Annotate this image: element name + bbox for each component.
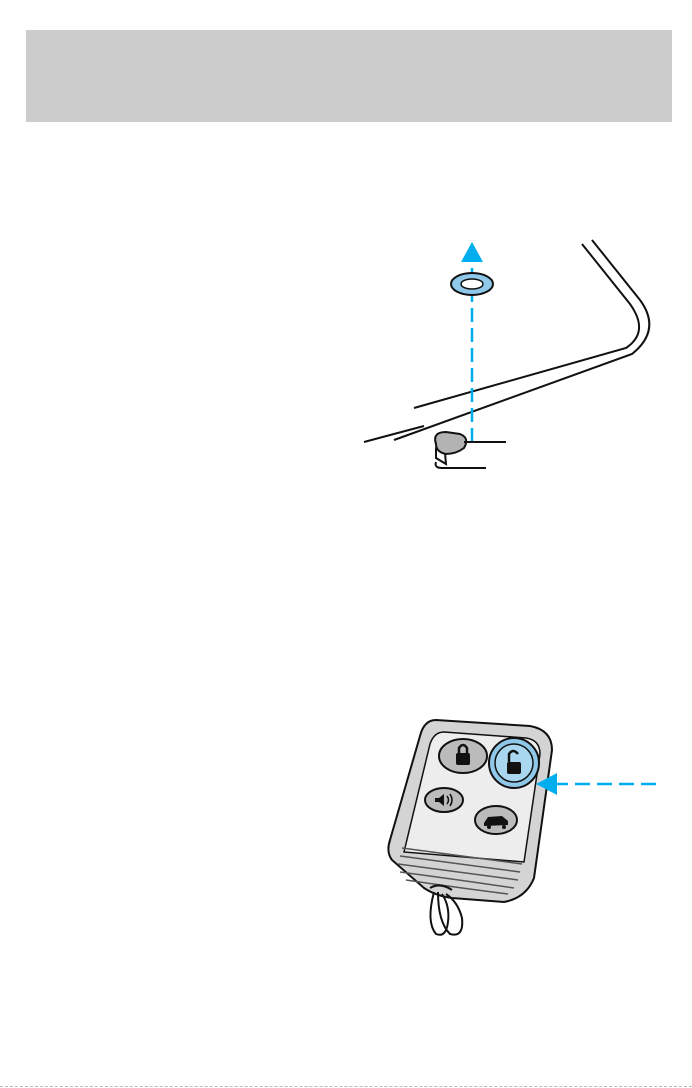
lock-button-icon [439, 739, 487, 773]
remote-keyfob-illustration [380, 712, 670, 944]
header-band [26, 30, 672, 122]
up-arrow-icon [461, 242, 483, 262]
callout-lines [460, 442, 506, 468]
trunk-button-icon [475, 806, 517, 834]
page-bottom-rule [0, 1086, 692, 1087]
lock-ring-icon [451, 273, 493, 295]
unlock-button-icon [489, 738, 539, 788]
lock-pin-icon [435, 432, 484, 468]
door-frame-outline [364, 240, 649, 442]
door-lock-pin-illustration [360, 236, 660, 486]
panic-button-icon [425, 788, 463, 812]
